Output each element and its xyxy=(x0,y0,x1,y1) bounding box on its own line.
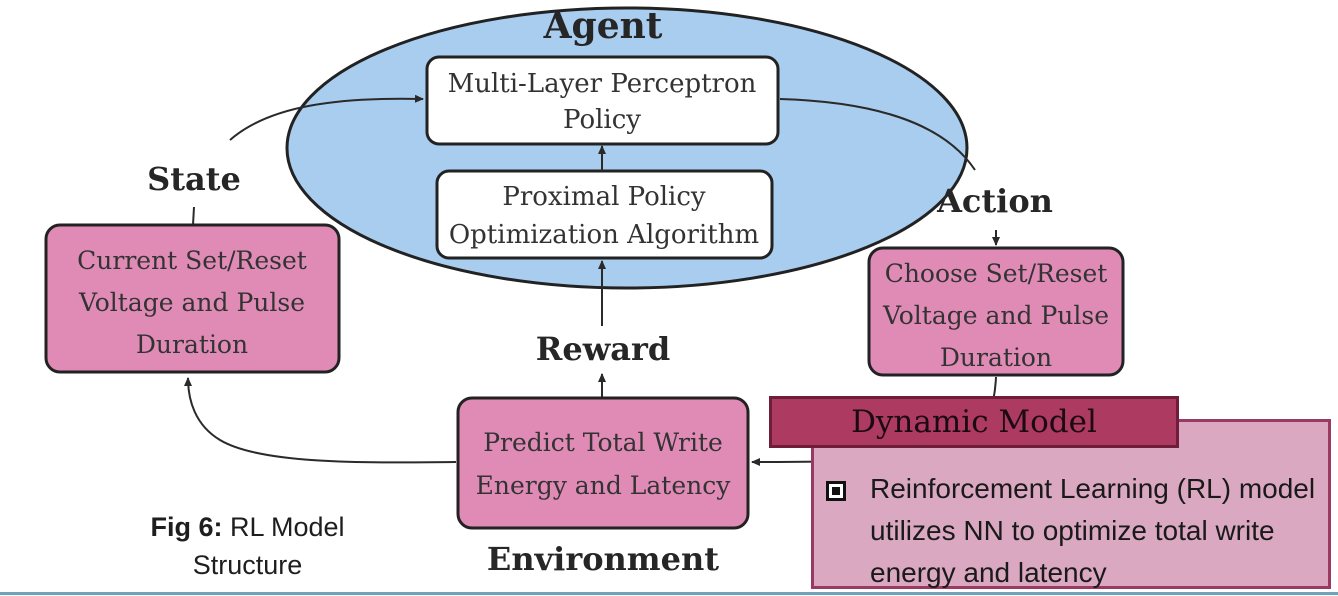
choose-line-3: Duration xyxy=(940,343,1052,372)
choose-line-1: Choose Set/Reset xyxy=(885,259,1108,288)
current-line-1: Current Set/Reset xyxy=(77,246,307,275)
figure-caption: Fig 6: RL Model Structure xyxy=(105,508,390,584)
predict-line-2: Energy and Latency xyxy=(476,471,732,500)
bottom-divider xyxy=(0,592,1338,595)
callout-title: Dynamic Model xyxy=(769,396,1179,448)
agent-label: Agent xyxy=(543,5,663,47)
environment-to-state-arrow xyxy=(184,377,457,464)
caption-prefix: Fig 6: xyxy=(150,512,223,542)
action-label: Action xyxy=(936,182,1053,220)
choose-setreset-box xyxy=(867,246,1125,377)
state-label: State xyxy=(147,160,241,198)
ppo-line-1: Proximal Policy xyxy=(502,182,706,212)
state-tick xyxy=(192,206,195,226)
ppo-line-2: Optimization Algorithm xyxy=(449,220,759,250)
mlp-line-2: Policy xyxy=(563,105,641,135)
agent-to-action-curve xyxy=(779,98,976,171)
ppo-algorithm-box xyxy=(435,169,774,260)
reward-label: Reward xyxy=(536,330,670,368)
environment-label: Environment xyxy=(487,540,719,578)
mlp-line-1: Multi-Layer Perceptron xyxy=(448,69,757,99)
caption-line-2: Structure xyxy=(192,550,303,580)
caption-text: RL Model xyxy=(229,512,345,542)
callout-bullet-text: Reinforcement Learning (RL) model utiliz… xyxy=(870,473,1316,588)
predict-line-1: Predict Total Write xyxy=(483,428,723,457)
current-setreset-box xyxy=(44,223,341,374)
mlp-policy-box xyxy=(425,55,780,146)
state-to-agent-arrow xyxy=(229,94,424,141)
current-line-3: Duration xyxy=(136,330,248,359)
choose-line-2: Voltage and Pulse xyxy=(882,301,1109,330)
current-line-2: Voltage and Pulse xyxy=(78,288,305,317)
bullet-square-icon xyxy=(826,481,846,501)
predict-energy-box xyxy=(456,396,750,530)
